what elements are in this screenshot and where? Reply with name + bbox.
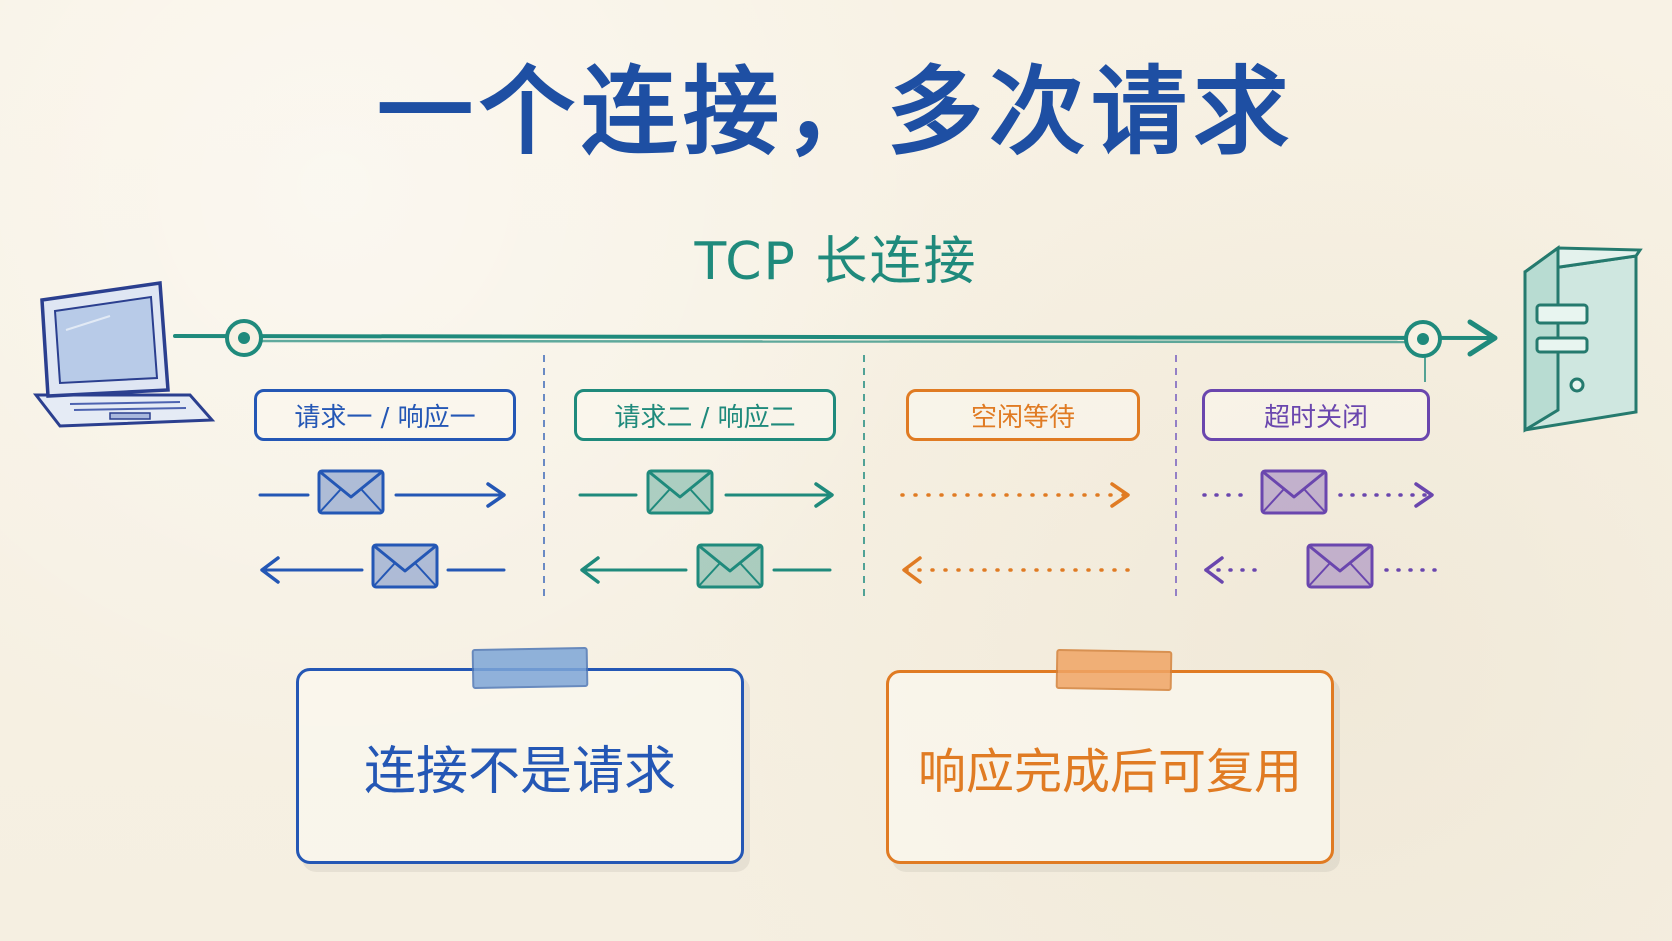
idle-flow-forward xyxy=(900,482,1130,508)
timeout-flow-forward xyxy=(1202,469,1434,515)
note-text: 响应完成后可复用 xyxy=(917,744,1302,800)
note-reuse-after-response: 响应完成后可复用 xyxy=(886,670,1334,864)
phase-label-text: 请求二 / 响应二 xyxy=(614,402,796,433)
envelope-icon xyxy=(371,543,439,589)
tape-strip xyxy=(1055,648,1173,692)
envelope-icon xyxy=(646,469,714,515)
request-flow-2 xyxy=(578,469,834,515)
note-connection-not-request: 连接不是请求 xyxy=(296,668,744,864)
envelope-icon xyxy=(1306,543,1374,589)
request-flow-1 xyxy=(258,469,506,515)
phase-label-text: 空闲等待 xyxy=(970,402,1075,433)
phase-label-idle: 空闲等待 xyxy=(906,389,1140,441)
phase-label-text: 请求一 / 响应一 xyxy=(294,402,476,433)
note-text: 连接不是请求 xyxy=(363,741,676,802)
phase-label-timeout: 超时关闭 xyxy=(1202,389,1430,441)
idle-flow-back xyxy=(902,556,1138,584)
connection-close-marker xyxy=(1404,320,1442,382)
timeout-flow-back xyxy=(1204,543,1438,589)
server-tower-icon xyxy=(1523,245,1643,433)
laptop-icon xyxy=(32,281,216,428)
response-flow-1 xyxy=(260,543,506,589)
phase-label-request-2: 请求二 / 响应二 xyxy=(574,389,836,441)
phase-label-text: 超时关闭 xyxy=(1263,402,1368,433)
tcp-connection-line xyxy=(173,319,1498,357)
diagram-title: 一个连接，多次请求 xyxy=(377,56,1295,168)
envelope-icon xyxy=(696,543,764,589)
tcp-connection-label: TCP 长连接 xyxy=(694,232,978,292)
phase-label-request-1: 请求一 / 响应一 xyxy=(254,389,516,441)
envelope-icon xyxy=(317,469,385,515)
response-flow-2 xyxy=(580,543,832,589)
tape-strip xyxy=(471,646,589,690)
connection-open-marker xyxy=(225,319,263,357)
envelope-icon xyxy=(1260,469,1328,515)
